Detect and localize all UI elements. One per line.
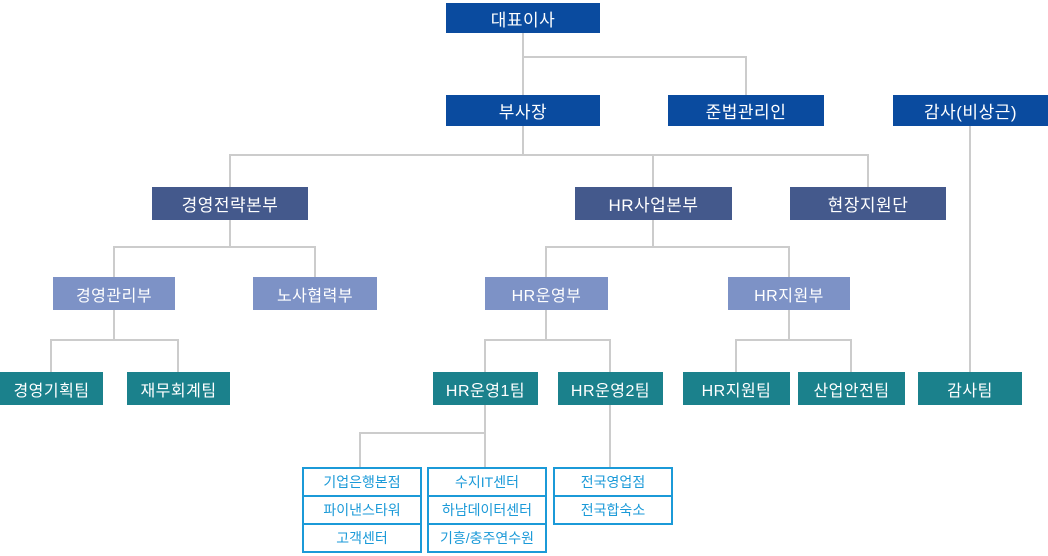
site-item: 하남데이터센터 (429, 495, 545, 523)
connector-line (177, 339, 179, 372)
connector-line (735, 339, 737, 372)
org-node-industrial-safety-team: 산업안전팀 (798, 372, 905, 405)
site-item: 기흥/충주연수원 (429, 523, 545, 551)
connector-line (735, 339, 852, 341)
connector-line (484, 432, 486, 467)
connector-line (50, 339, 52, 372)
connector-line (113, 310, 115, 340)
connector-line (229, 154, 231, 187)
org-node-hr-operations-team2: HR운영2팀 (558, 372, 663, 405)
connector-line (314, 246, 316, 277)
connector-line (484, 339, 611, 341)
org-node-compliance-officer: 준법관리인 (668, 95, 824, 126)
connector-line (113, 246, 115, 277)
connector-line (545, 310, 547, 340)
org-node-management-strategy-hq: 경영전략본부 (152, 187, 308, 220)
connector-line (522, 56, 747, 58)
connector-line (522, 126, 524, 155)
connector-line (652, 220, 654, 247)
connector-line (609, 405, 611, 467)
connector-line (850, 339, 852, 372)
connector-line (745, 56, 747, 95)
site-list-hr-operations-team1-b: 수지IT센터 하남데이터센터 기흥/충주연수원 (427, 467, 547, 553)
org-node-hr-support-team: HR지원팀 (683, 372, 790, 405)
site-item: 파이낸스타워 (304, 495, 420, 523)
org-node-auditor: 감사(비상근) (893, 95, 1048, 126)
connector-line (788, 246, 790, 277)
site-item: 전국합숙소 (555, 495, 671, 523)
connector-line (229, 154, 869, 156)
org-node-management-admin-dept: 경영관리부 (53, 277, 175, 310)
connector-line (229, 220, 231, 247)
connector-line (969, 126, 971, 372)
connector-line (545, 246, 547, 277)
site-list-hr-operations-team1-a: 기업은행본점 파이낸스타워 고객센터 (302, 467, 422, 553)
connector-line (867, 154, 869, 187)
org-node-hr-support-dept: HR지원부 (728, 277, 850, 310)
org-node-audit-team: 감사팀 (918, 372, 1022, 405)
connector-line (359, 432, 361, 467)
connector-line (522, 33, 524, 95)
connector-line (484, 339, 486, 372)
site-item: 고객센터 (304, 523, 420, 551)
connector-line (788, 310, 790, 340)
site-list-hr-operations-team2: 전국영업점 전국합숙소 (553, 467, 673, 525)
connector-line (113, 246, 316, 248)
org-node-labor-cooperation-dept: 노사협력부 (253, 277, 377, 310)
site-item: 기업은행본점 (323, 474, 401, 490)
org-node-hr-operations-team1: HR운영1팀 (433, 372, 538, 405)
connector-line (359, 432, 486, 434)
connector-line (609, 339, 611, 372)
org-node-management-planning-team: 경영기획팀 (0, 372, 103, 405)
org-node-hr-business-hq: HR사업본부 (575, 187, 732, 220)
org-node-field-support-group: 현장지원단 (790, 187, 946, 220)
org-node-vice-president: 부사장 (446, 95, 600, 126)
connector-line (652, 154, 654, 187)
connector-line (484, 405, 486, 433)
org-node-hr-operations-dept: HR운영부 (485, 277, 608, 310)
connector-line (50, 339, 179, 341)
site-item: 전국영업점 (580, 474, 646, 490)
org-node-finance-accounting-team: 재무회계팀 (127, 372, 230, 405)
org-node-ceo: 대표이사 (446, 3, 600, 33)
site-item: 수지IT센터 (455, 474, 519, 490)
connector-line (545, 246, 790, 248)
